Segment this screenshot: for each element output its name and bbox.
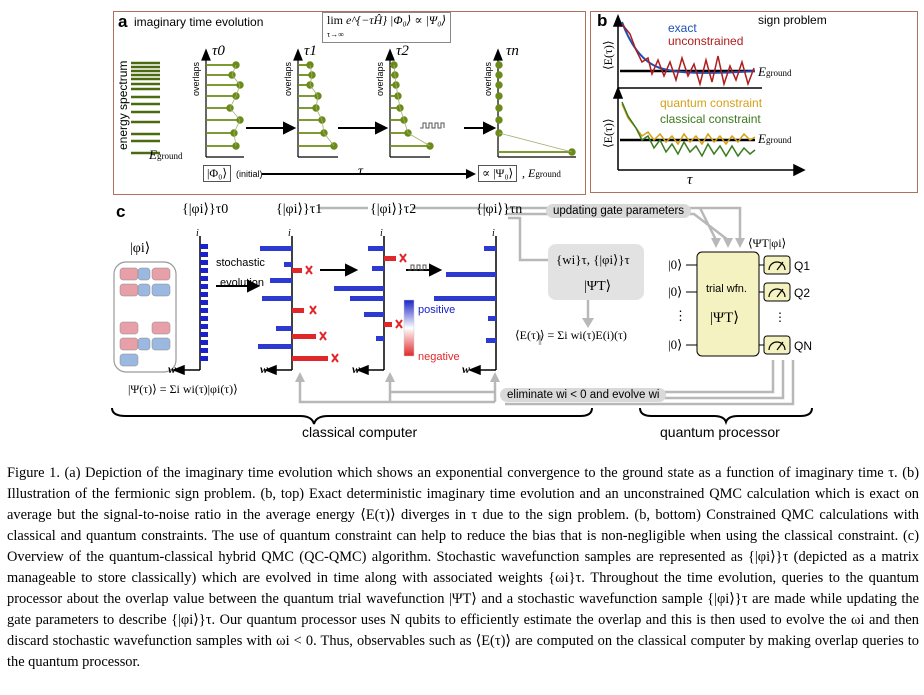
set-label-tau0: {|φi⟩}τ0 <box>182 202 229 217</box>
updating-gate-params: updating gate parameters <box>546 204 692 218</box>
e-ground-e: E <box>149 147 157 162</box>
final-energy: , Eground <box>522 166 561 181</box>
axis-w-0: w <box>168 362 177 376</box>
q-label-dots: ⋮ <box>774 310 786 324</box>
qubit-in-n: |0⟩ <box>668 337 683 352</box>
trial-wfn-label: trial wfn. <box>706 283 747 295</box>
overlaps-label-2: overlaps <box>375 61 385 96</box>
energy-formula: ⟨E(τ)⟩ = Σi wi(τ)E(i)(τ) <box>515 328 627 342</box>
overlaps-label-0: overlaps <box>191 61 201 96</box>
set-label-tau1: {|φi⟩}τ1 <box>276 202 323 217</box>
legend-exact: exact <box>668 21 697 35</box>
limit-formula: lim e^{−τĤ} |Φ₀⟩ ∝ |Ψ₀⟩ τ→∞ <box>322 12 452 43</box>
b-eground-top-e: E <box>758 64 766 79</box>
panel-c-letter: c <box>116 202 126 221</box>
tau-label-2: τ2 <box>396 43 409 59</box>
tau-label-1: τ1 <box>304 43 317 59</box>
b-xlabel: τ <box>687 172 693 188</box>
psi-t-label: |ΨT⟩ <box>584 279 612 294</box>
b-eground-top: Eground <box>758 64 791 80</box>
lim-subscript: τ→∞ <box>327 30 344 39</box>
overlaps-label-1: overlaps <box>283 61 293 96</box>
b-eground-top-sub: ground <box>765 68 792 78</box>
q-label-2: Q2 <box>794 286 811 300</box>
psi-tau-formula: |Ψ(τ)⟩ = Σi wi(τ)|φi(τ)⟩ <box>128 382 238 396</box>
stochastic-label: stochastic <box>216 257 265 269</box>
b-eground-bottom-sub: ground <box>765 135 792 145</box>
tau-axis-label: τ <box>358 164 364 179</box>
axis-w-n: w <box>462 362 471 376</box>
overlap-label: ⟨ΨT|φi⟩ <box>748 236 787 250</box>
axis-w-1: w <box>260 362 269 376</box>
panel-a-title: imaginary time evolution <box>134 15 264 29</box>
quantum-processor-label: quantum processor <box>660 424 780 440</box>
panel-a-frame <box>113 11 586 195</box>
figure-1: a imaginary time evolution lim e^{−τĤ} |… <box>111 11 918 440</box>
panel-b-graphics <box>612 13 806 177</box>
evolution-label: evolution <box>220 277 265 289</box>
final-ket: ∝ |Ψ₀⟩ <box>482 166 514 180</box>
formula-body: e^{−τĤ} |Φ₀⟩ ∝ |Ψ₀⟩ <box>346 13 447 27</box>
panel-b-frame <box>590 11 918 193</box>
lim-text: lim <box>327 13 344 27</box>
set-label-tau2: {|φi⟩}τ2 <box>370 202 417 217</box>
overlaps-label-n: overlaps <box>483 61 493 96</box>
q-label-1: Q1 <box>794 259 811 273</box>
energy-spectrum-label: energy spectrum <box>116 60 130 150</box>
positive-label: positive <box>418 304 456 316</box>
eliminate-label: eliminate wi < 0 and evolve wi <box>500 388 667 402</box>
legend-unconstrained: unconstrained <box>668 34 744 48</box>
legend-quantum: quantum constraint <box>660 96 763 110</box>
wi-set-label: {wi}τ, {|φi⟩}τ <box>556 252 630 267</box>
panel-c-graphics <box>111 206 813 426</box>
panel-b-letter: b <box>597 11 608 30</box>
walker-label: |φi⟩ <box>130 241 151 256</box>
panel-a-letter: a <box>118 12 128 31</box>
initial-state-box: |Φ₀⟩ <box>203 165 232 182</box>
set-label-taun: {|φi⟩}τn <box>476 202 523 217</box>
legend-classical: classical constraint <box>660 112 761 126</box>
panel-a-graphics <box>131 48 576 179</box>
e-ground-sub: ground <box>156 151 183 161</box>
initial-label: (initial) <box>236 169 263 179</box>
trial-psi-label: |ΨT⟩ <box>710 310 740 326</box>
qubit-in-2: |0⟩ <box>668 284 683 299</box>
panel-b-title: sign problem <box>758 13 827 27</box>
tau-label-0: τ0 <box>212 43 225 59</box>
axis-i-2: i <box>380 228 383 239</box>
final-e-sub: ground <box>535 169 561 179</box>
axis-i-n: i <box>492 228 495 239</box>
classical-computer-label: classical computer <box>302 424 418 440</box>
qubit-in-dots: ⋮ <box>674 308 687 323</box>
initial-ket: |Φ₀⟩ <box>207 166 228 180</box>
qubit-in-1: |0⟩ <box>668 257 683 272</box>
axis-i-1: i <box>288 228 291 239</box>
q-label-n: QN <box>794 339 812 353</box>
b-eground-bottom: Eground <box>758 131 791 147</box>
axis-i-0: i <box>196 228 199 239</box>
figure-caption: Figure 1. (a) Depiction of the imaginary… <box>7 465 919 670</box>
b-eground-bottom-e: E <box>758 131 766 146</box>
tau-label-n: τn <box>506 43 519 59</box>
negative-label: negative <box>418 351 460 363</box>
b-ylabel-bottom: ⟨E(τ)⟩ <box>601 118 615 148</box>
e-ground-label: Eground <box>149 147 182 163</box>
final-e: , E <box>522 166 536 180</box>
b-ylabel-top: ⟨E(τ)⟩ <box>601 40 615 70</box>
final-state-box: ∝ |Ψ₀⟩ <box>478 165 518 182</box>
energy-spectrum-lines <box>131 61 160 155</box>
axis-w-2: w <box>352 362 361 376</box>
